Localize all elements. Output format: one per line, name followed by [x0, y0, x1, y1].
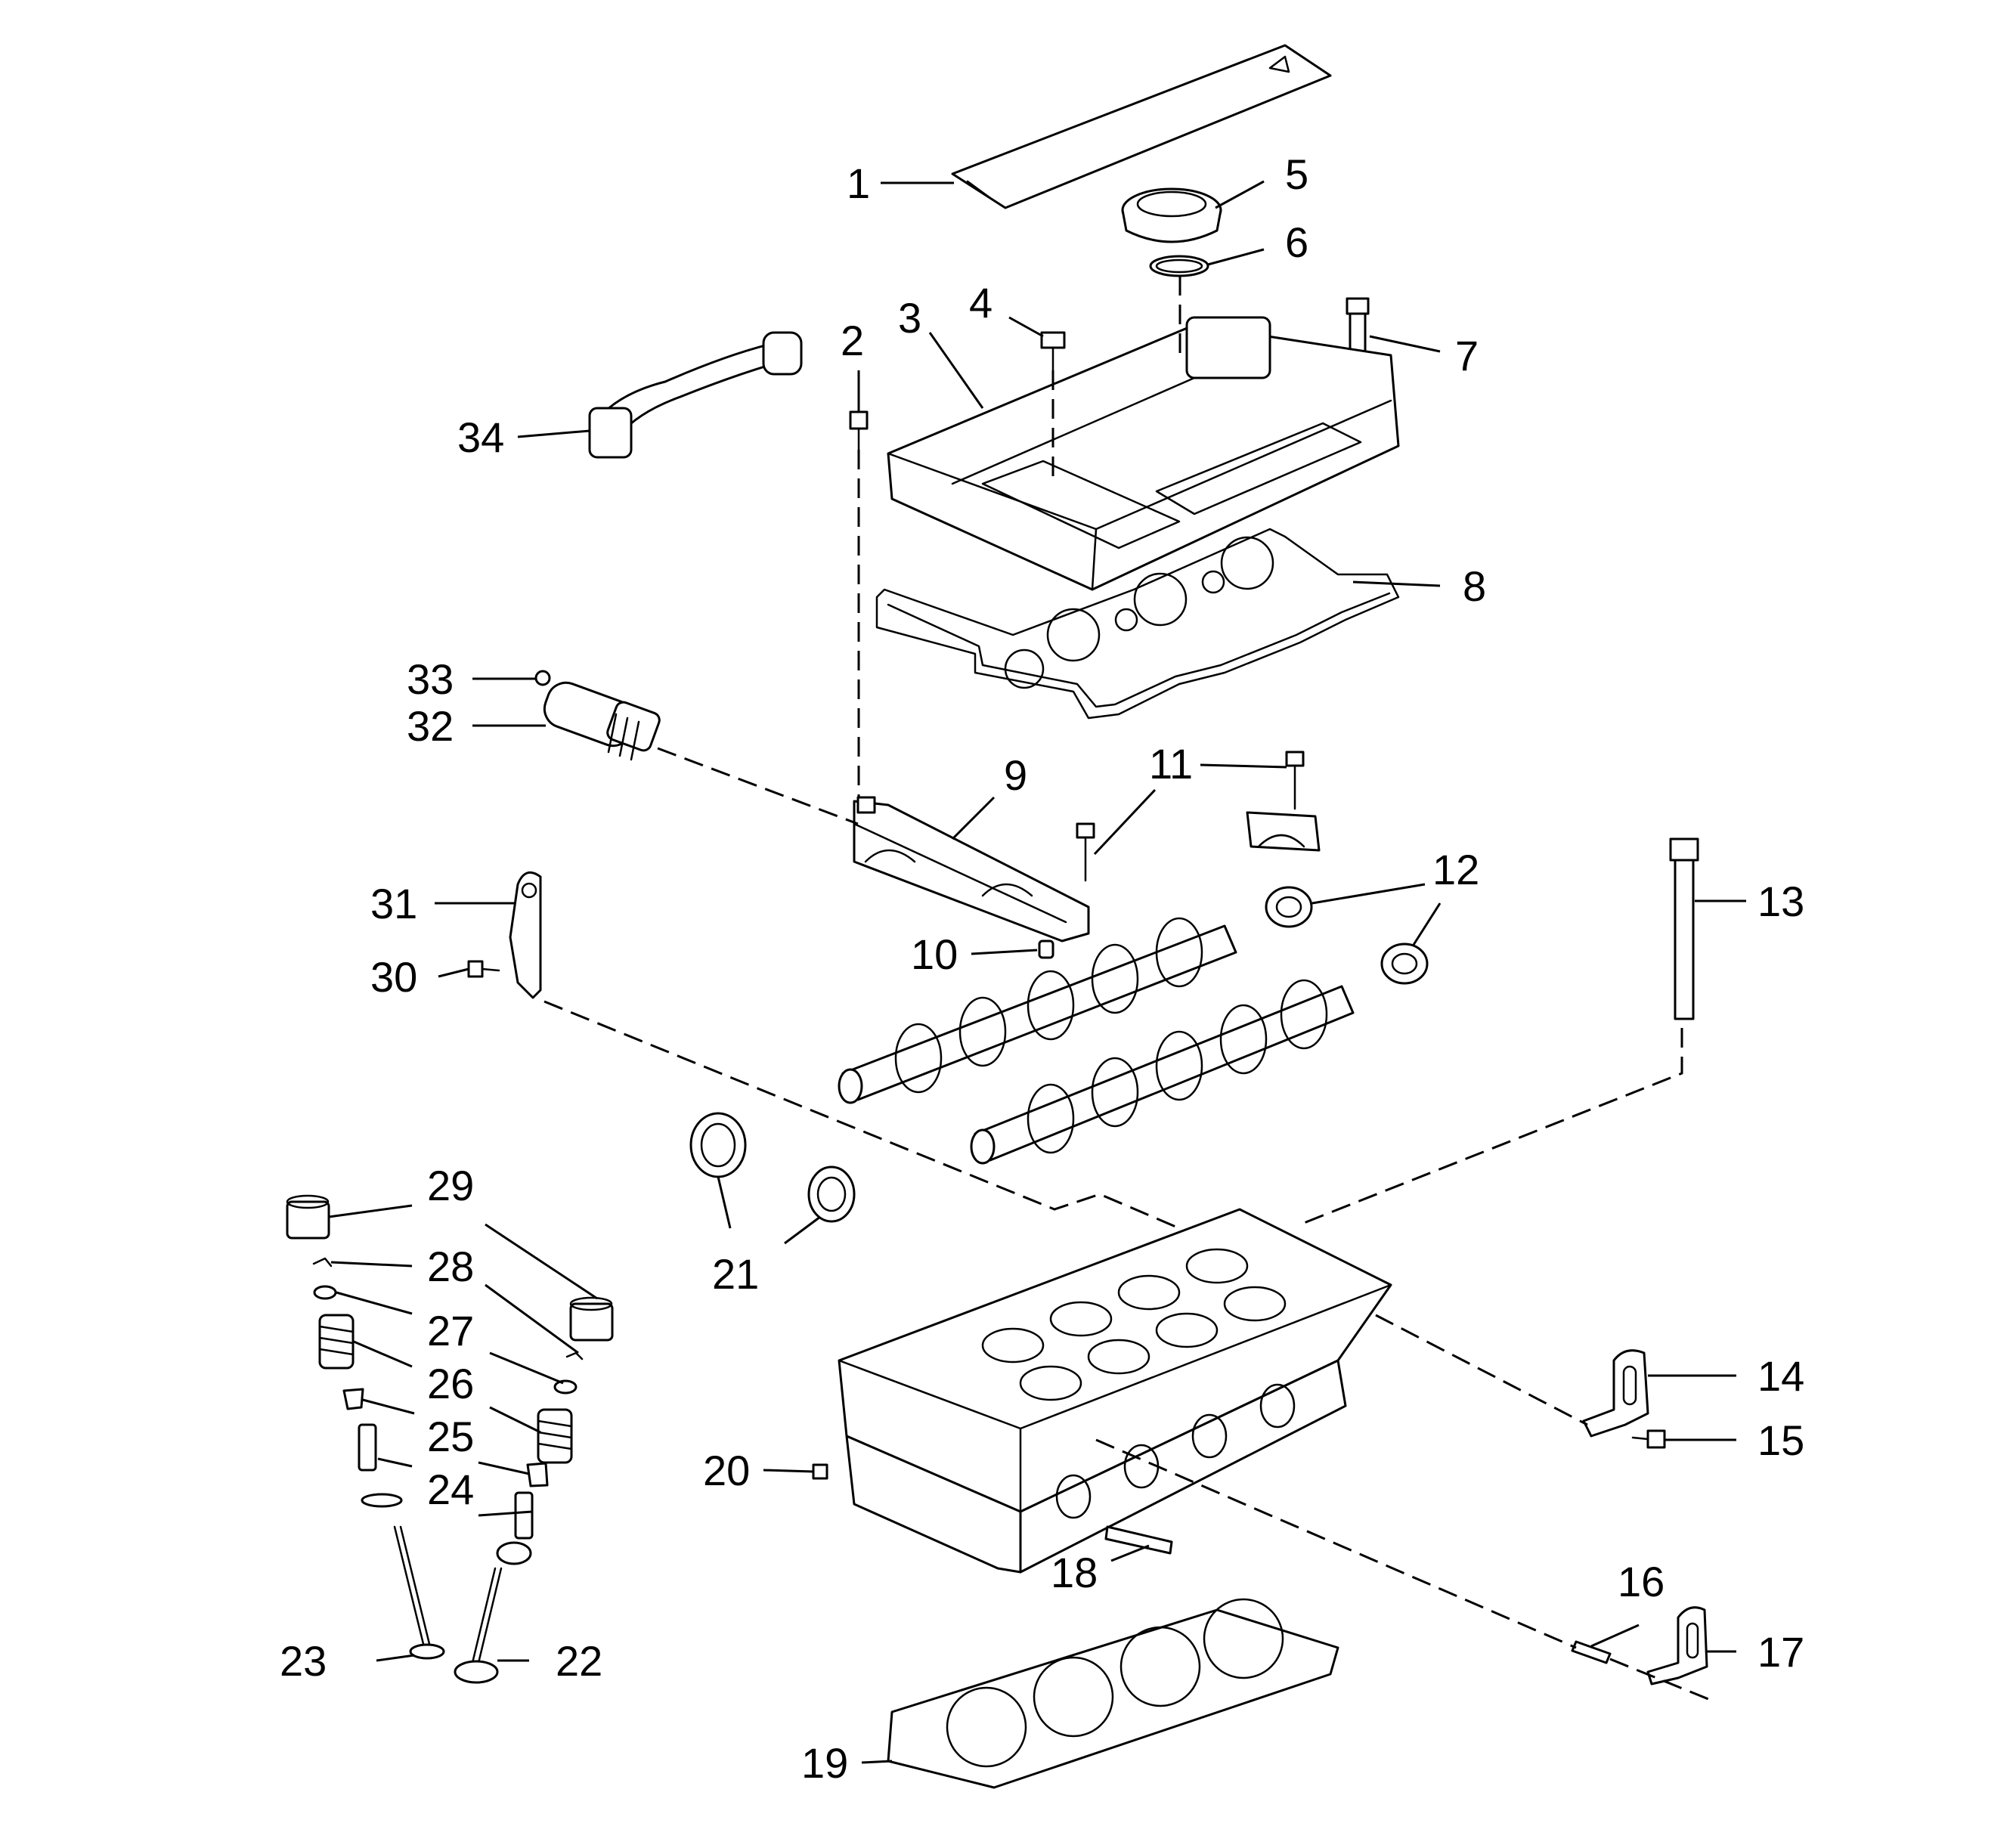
- callout-19: 19: [801, 1739, 848, 1787]
- part-bracket-17: [1646, 1606, 1708, 1685]
- callout-4: 4: [969, 279, 993, 327]
- callout-13: 13: [1757, 878, 1804, 925]
- part-bolt-30: [467, 960, 500, 978]
- part-o-ring: [1149, 255, 1209, 277]
- callout-20: 20: [703, 1447, 750, 1494]
- callout-8: 8: [1463, 562, 1486, 610]
- part-valve-guide-24: [358, 1423, 534, 1540]
- callout-34: 34: [457, 413, 504, 461]
- callout-16: 16: [1618, 1558, 1665, 1605]
- part-head-bolt: [1669, 837, 1699, 1020]
- part-valve-spring-26a: [318, 1314, 355, 1370]
- part-breather-hose: [588, 331, 803, 459]
- part-camshaft-bridge: [853, 796, 1090, 943]
- part-bolt-15: [1631, 1429, 1666, 1449]
- part-cylinder-head: [838, 1208, 1392, 1574]
- part-front-seal-21a: [689, 1112, 747, 1178]
- callout-labels: 1 2 3 4 5 6 7 8 9 10 11 12 13 14 15 16 1…: [280, 150, 1804, 1787]
- callout-32: 32: [407, 702, 454, 750]
- callout-33: 33: [407, 655, 454, 703]
- part-camshaft-seal-a: [1265, 886, 1313, 928]
- alignment-lines: [543, 276, 1713, 1702]
- part-valve-22: [454, 1541, 532, 1684]
- callout-21: 21: [712, 1250, 759, 1298]
- part-bracket-14: [1582, 1349, 1649, 1438]
- callout-27: 27: [427, 1307, 474, 1354]
- part-bracket-31: [509, 871, 542, 999]
- part-dowel: [1038, 939, 1054, 959]
- callout-1: 1: [847, 159, 870, 207]
- part-sensor-16: [1571, 1640, 1612, 1664]
- callout-24: 24: [427, 1466, 474, 1513]
- part-cover-gasket: [875, 528, 1400, 720]
- part-tappet-29b: [569, 1296, 614, 1342]
- part-bolt-7: [1346, 297, 1370, 357]
- callout-11: 11: [1149, 740, 1193, 788]
- part-camshaft-cover: [887, 316, 1400, 591]
- callout-30: 30: [370, 953, 417, 1001]
- callout-2: 2: [841, 317, 864, 364]
- part-bolt-4: [1040, 331, 1066, 372]
- part-stud-18: [1104, 1525, 1173, 1555]
- callout-15: 15: [1757, 1416, 1804, 1464]
- part-bolt-11: [1076, 751, 1305, 882]
- callout-25: 25: [427, 1413, 474, 1460]
- part-exhaust-camshaft: [970, 979, 1355, 1165]
- part-spring-retainer-27: [313, 1285, 578, 1395]
- part-cover-strip: [951, 44, 1332, 209]
- callout-14: 14: [1757, 1352, 1804, 1400]
- callout-18: 18: [1051, 1549, 1098, 1596]
- part-oil-filler-cap: [1121, 187, 1222, 243]
- callout-26: 26: [427, 1360, 474, 1407]
- callout-12: 12: [1432, 846, 1479, 893]
- callout-10: 10: [911, 930, 958, 978]
- callout-7: 7: [1455, 332, 1479, 379]
- part-valve-spring-26b: [537, 1408, 573, 1464]
- part-bearing-cap: [1246, 811, 1321, 852]
- callout-22: 22: [556, 1637, 602, 1685]
- part-intake-camshaft: [838, 917, 1237, 1104]
- callout-31: 31: [370, 880, 417, 927]
- callout-29: 29: [427, 1162, 474, 1209]
- part-bolt-20: [812, 1463, 828, 1480]
- callout-9: 9: [1004, 751, 1027, 799]
- callout-5: 5: [1285, 150, 1308, 198]
- part-valve-keeper-28: [312, 1257, 584, 1360]
- part-screw-33: [534, 670, 551, 686]
- callout-28: 28: [427, 1243, 474, 1290]
- callout-3: 3: [898, 294, 921, 342]
- part-valve-seal-25: [342, 1388, 549, 1487]
- part-head-gasket: [887, 1598, 1339, 1789]
- part-tappet-29a: [286, 1194, 330, 1240]
- part-front-seal-21b: [807, 1165, 856, 1223]
- leader-lines: [328, 180, 1746, 1764]
- part-bolt-2: [849, 410, 869, 451]
- part-camshaft-seal-b: [1380, 943, 1429, 985]
- callout-17: 17: [1757, 1628, 1804, 1676]
- part-valve-23: [361, 1493, 445, 1660]
- part-solenoid-valve: [543, 681, 661, 761]
- callout-23: 23: [280, 1637, 327, 1685]
- callout-6: 6: [1285, 218, 1308, 266]
